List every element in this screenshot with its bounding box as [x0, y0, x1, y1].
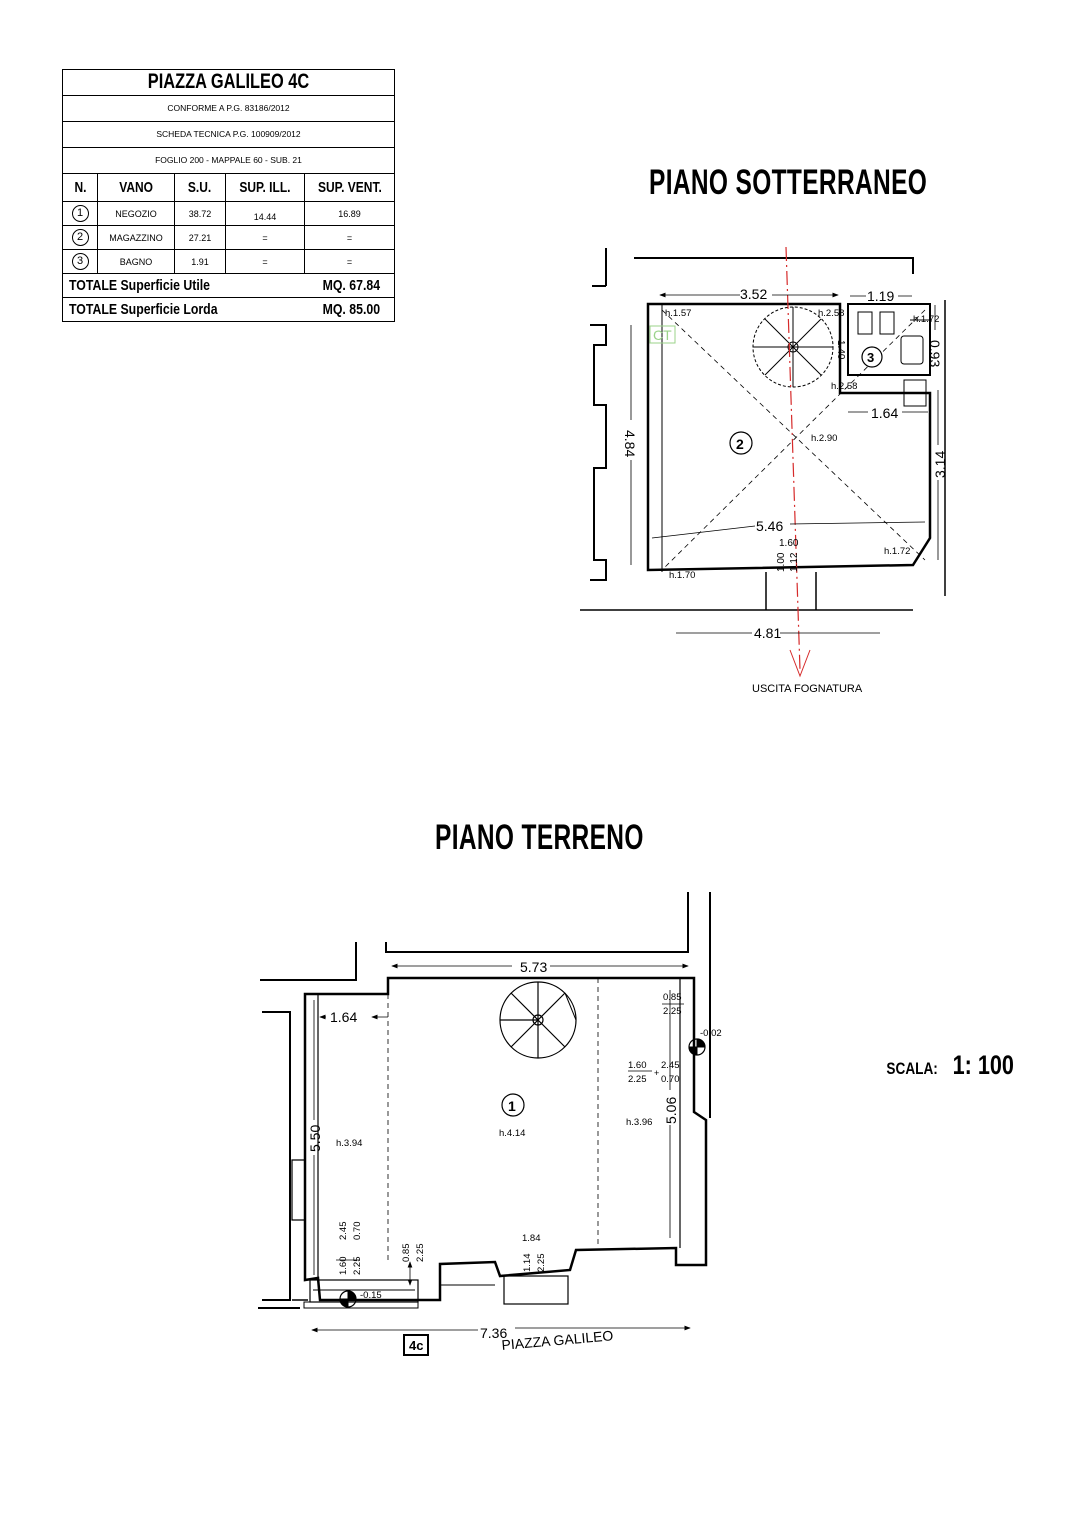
cell-su: 38.72 [174, 201, 226, 226]
dim-label: 5.73 [520, 959, 547, 975]
col-header: SUP. ILL. [239, 179, 291, 196]
table-row: 2 MAGAZZINO 27.21 = = [62, 225, 395, 250]
dim-label: 5.06 [663, 1097, 679, 1124]
room-number: 2 [71, 229, 89, 246]
ground-plan [258, 892, 711, 1356]
total-value: MQ. 67.84 [322, 277, 380, 294]
fraction-num: 0.85 [663, 992, 682, 1003]
dim-label: 3.52 [740, 286, 767, 302]
height-label: h.1.70 [669, 570, 695, 581]
plus-sign: + [654, 1068, 659, 1078]
height-label: h.1.72 [913, 314, 939, 325]
total-value: MQ. 85.00 [322, 301, 380, 318]
scale-value: 1: 100 [952, 1050, 1014, 1080]
height-label: h.1.72 [884, 546, 910, 557]
room-number: 1 [508, 1098, 516, 1114]
fraction-vertical: 0.85 [401, 1244, 412, 1263]
height-label: h.2.58 [831, 381, 857, 392]
fraction-vertical: 2.45 [338, 1222, 349, 1241]
fraction-den: 2.25 [628, 1074, 647, 1085]
level-label: -0.02 [700, 1028, 722, 1039]
fraction-vertical: 1.14 [522, 1254, 533, 1273]
height-label: h.4.14 [499, 1128, 525, 1139]
dim-label: 7.36 [480, 1325, 507, 1341]
ct-label: CT [653, 327, 672, 343]
dim-label: 1.64 [871, 405, 898, 421]
height-label: h.3.94 [336, 1138, 362, 1149]
room-number: 1 [71, 205, 89, 222]
dim-label: 4.84 [622, 430, 638, 457]
col-header: VANO [119, 179, 153, 196]
table-row: 3 BAGNO 1.91 = = [62, 249, 395, 274]
col-header: N. [74, 179, 86, 196]
fraction-vertical: 2.25 [415, 1244, 426, 1263]
dim-label: 4.81 [754, 625, 781, 641]
total-label: TOTALE Superficie Utile [69, 277, 211, 294]
basement-labels: 3.52 1.19 4.84 0.93 1.64 3.14 5.46 1.60 … [622, 286, 948, 695]
table-title: PIAZZA GALILEO 4C [147, 70, 310, 93]
table-header-row: N. VANO S.U. SUP. ILL. SUP. VENT. [62, 173, 395, 202]
ground-heading: PIANO TERRENO [435, 818, 644, 857]
height-label: h.2.58 [818, 308, 844, 319]
civic-number: 4c [409, 1338, 423, 1353]
dim-label: 5.50 [307, 1125, 323, 1152]
dim-label: 1.64 [330, 1009, 357, 1025]
dim-label: 1.00 [776, 552, 787, 572]
room-number: 3 [71, 253, 89, 270]
ground-labels: 5.73 1.64 5.50 5.06 7.36 1.84 h.3.94 h.4… [307, 959, 722, 1353]
fraction-vertical: 0.70 [352, 1222, 363, 1241]
fraction-num: 2.45 [661, 1060, 680, 1071]
height-label: h.3.96 [626, 1117, 652, 1128]
total-label: TOTALE Superficie Lorda [69, 301, 218, 318]
dim-label: 0.93 [927, 340, 943, 367]
fraction-den: 2.25 [663, 1006, 682, 1017]
cell-ill: 14.44 [225, 201, 305, 226]
basement-heading: PIANO SOTTERRANEO [649, 163, 928, 202]
fraction-vertical: 1.60 [338, 1257, 349, 1276]
height-label: h.1.57 [665, 308, 691, 319]
height-label: h.2.90 [811, 433, 837, 444]
total-row: TOTALE Superficie Lorda MQ. 85.00 [62, 297, 395, 322]
col-header: S.U. [188, 179, 212, 196]
col-header: SUP. VENT. [317, 179, 382, 196]
room-number: 3 [867, 350, 874, 365]
cell-vent: = [304, 225, 395, 250]
level-marker [339, 1290, 357, 1308]
scale-label: SCALA: 1: 100 [880, 1050, 1021, 1081]
level-marker [688, 1038, 706, 1056]
fraction-num: 1.60 [628, 1060, 647, 1071]
room-markers-basement: 2 3 [729, 346, 883, 455]
dim-label: 3.14 [932, 451, 948, 478]
dim-label: 5.46 [756, 518, 783, 534]
spiral-stair [752, 306, 834, 388]
total-row: TOTALE Superficie Utile MQ. 67.84 [62, 273, 395, 298]
fraction-den: 0.70 [661, 1074, 680, 1085]
info-table: PIAZZA GALILEO 4C CONFORME A P.G. 83186/… [62, 69, 395, 322]
fraction-vertical: 2.25 [536, 1254, 547, 1273]
dim-label: 1.84 [522, 1233, 541, 1244]
cell-ill: = [225, 249, 305, 274]
dim-label: 1.60 [779, 538, 799, 549]
fraction-vertical: 2.25 [352, 1257, 363, 1276]
basement-plan [580, 246, 946, 678]
table-line: CONFORME A P.G. 83186/2012 [62, 95, 395, 122]
room-number: 2 [736, 436, 744, 452]
dim-label: 1.19 [867, 288, 894, 304]
street-label: PIAZZA GALILEO [501, 1327, 614, 1353]
level-label: -0.15 [360, 1290, 382, 1301]
table-row: 1 NEGOZIO 38.72 14.44 16.89 [62, 201, 395, 226]
stair-label: 1.40 [835, 340, 846, 360]
dim-label: 1.12 [789, 552, 800, 572]
cell-vano: NEGOZIO [97, 201, 175, 226]
scale-text: SCALA: [886, 1059, 938, 1078]
room-marker-ground: 1 [501, 1093, 525, 1117]
sewer-label: USCITA FOGNATURA [752, 683, 863, 695]
spiral-stair [499, 981, 577, 1059]
